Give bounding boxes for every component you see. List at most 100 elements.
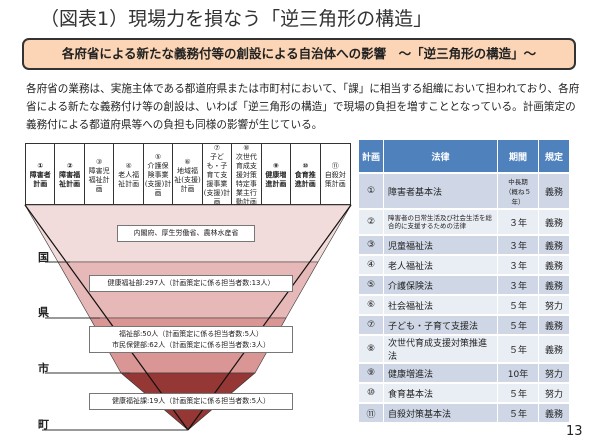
period-cell: ５年 [498,316,538,334]
period-cell: ５年 [498,404,538,422]
plan-name: 健康増進計画 [265,171,287,188]
header-law: 法律 [384,140,497,172]
table-row: ④ 老人福祉法 ３年 義務 [359,256,569,274]
table-row: ① 障害者基本法 中長期（概ね５年） 義務 [359,174,569,208]
level-label-town: 町 [38,418,49,431]
table-row: ⑩ 食育基本法 ５年 努力 [359,384,569,402]
plan-number-cell: ⑩ [359,384,383,402]
ministries-box: 内閣府、厚生労働省、農林水産省 [117,225,255,242]
table-row: ⑨ 健康増進法 10年 努力 [359,364,569,382]
plan-number-cell: ⑪ [359,404,383,422]
plan-number-cell: ⑨ [359,364,383,382]
header-period: 期間 [498,140,538,172]
city-box-line1: 福祉部:50人（計画策定に係る担当者数:5人） [118,330,264,338]
law-cell: 次世代育成支援対策推進法 [384,336,497,362]
plan-name: 自殺対策計画 [324,171,346,188]
law-cell: 自殺対策基本法 [384,404,497,422]
city-box-line2: 市民保健部:62人（計画策定に係る担当者数:3人） [111,341,271,349]
period-cell: ３年 [498,210,538,234]
law-cell: 障害者基本法 [384,174,497,208]
plan-name: 地域福祉(支援)計画 [174,166,201,193]
rule-cell: 義務 [539,174,569,208]
table-row: ③ 児童福祉法 ３年 義務 [359,236,569,254]
law-cell: 障害者の日常生活及び社会生活を総合的に支援するための法律 [384,210,497,234]
period-cell: ３年 [498,276,538,294]
plan-name: 介護保険事業(支援)計画 [144,162,172,197]
table-row: ⑤ 介護保険法 ３年 義務 [359,276,569,294]
period-cell: ５年 [498,336,538,362]
plan-name: 障害児福祉計画 [88,166,110,193]
plan-number: ⑥ [184,157,191,166]
plan-number-cell: ① [359,174,383,208]
rule-cell: 義務 [539,336,569,362]
plan-number-cell: ② [359,210,383,234]
level-label-national: 国 [38,251,49,264]
plan-number: ⑪ [331,162,339,170]
period-cell: 10年 [498,364,538,382]
banner-heading: 各府省による新たな義務付等の創設による自治体への影響 ～「逆三角形の構造」～ [22,38,576,70]
page-title: （図表1）現場力を損なう「逆三角形の構造」 [40,8,433,30]
page-number: 13 [566,424,583,439]
plan-number: ⑦ [213,144,221,152]
plan-number: ⑩ [302,162,309,170]
rule-cell: 努力 [539,296,569,314]
plan-number-cell: ④ [359,256,383,274]
plan-name: 子ども・子育て支援事業(支援)計画 [203,153,231,206]
rule-cell: 義務 [539,404,569,422]
plan-number-cell: ⑤ [359,276,383,294]
plan-number: ① [37,162,44,170]
table-row: ② 障害者の日常生活及び社会生活を総合的に支援するための法律 ３年 義務 [359,210,569,234]
plan-number: ⑧ [243,144,250,152]
description-paragraph: 各府省の業務は、実施主体である都道府県または市町村において、「課」に相当する組織… [26,83,580,131]
rule-cell: 義務 [539,256,569,274]
table-row: ⑪ 自殺対策基本法 ５年 義務 [359,404,569,422]
plan-name: 障害福祉計画 [59,171,81,188]
plan-number-cell: ⑥ [359,296,383,314]
plan-number-cell: ⑧ [359,336,383,362]
city-box: 福祉部:50人（計画策定に係る担当者数:5人） 市民保健部:62人（計画策定に係… [89,326,293,353]
header-rule: 規定 [539,140,569,172]
plan-name: 食育推進計画 [294,171,316,188]
table-row: ⑥ 社会福祉法 ５年 努力 [359,296,569,314]
period-cell: ３年 [498,236,538,254]
plan-number-cell: ⑦ [359,316,383,334]
plan-name: 次世代育成支援対策特定事業主行動計画 [235,153,257,206]
rule-cell: 努力 [539,384,569,402]
plan-number: ③ [95,157,103,166]
table-row: ⑦ 子ども・子育て支援法 ５年 義務 [359,316,569,334]
law-cell: 児童福祉法 [384,236,497,254]
plan-name: 老人福祉計画 [118,171,140,188]
law-cell: 健康増進法 [384,364,497,382]
law-cell: 子ども・子育て支援法 [384,316,497,334]
prefecture-box: 健康福祉部:297人（計画策定に係る担当者数:13人） [89,275,293,292]
plan-number: ⑤ [154,153,162,161]
level-label-city: 市 [38,362,49,375]
plan-number: ⑨ [272,162,279,170]
plan-number-cell: ③ [359,236,383,254]
table-row: ⑧ 次世代育成支援対策推進法 ５年 義務 [359,336,569,362]
rule-cell: 義務 [539,316,569,334]
level-label-prefecture: 県 [38,306,49,319]
rule-cell: 義務 [539,236,569,254]
period-cell: ５年 [498,296,538,314]
header-plan: 計画 [359,140,383,172]
law-cell: 食育基本法 [384,384,497,402]
rule-cell: 義務 [539,210,569,234]
rule-cell: 義務 [539,276,569,294]
plan-number: ④ [125,162,132,170]
law-cell: 介護保険法 [384,276,497,294]
period-cell: ３年 [498,256,538,274]
law-cell: 老人福祉法 [384,256,497,274]
period-cell: 中長期（概ね５年） [498,174,538,208]
